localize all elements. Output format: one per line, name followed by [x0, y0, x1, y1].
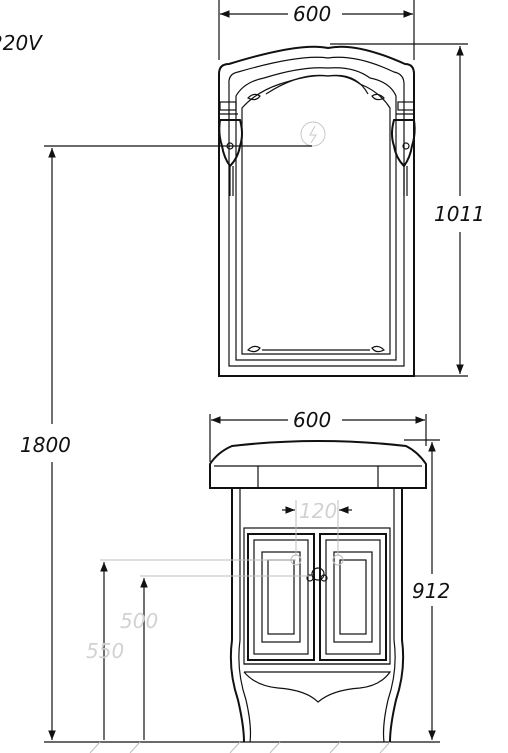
pipe-spacing-dimension: 120: [282, 499, 352, 556]
pipe-spacing-label: 120: [299, 499, 337, 523]
mirror-width-dimension: 600: [218, 0, 415, 60]
drain-height-dimension: 500: [120, 575, 312, 740]
power-socket-icon: [300, 121, 326, 147]
cabinet-width-dimension: 600: [209, 408, 427, 462]
mirror-width-label: 600: [293, 2, 331, 26]
voltage-label: 220V: [0, 31, 43, 55]
cabinet-height-label: 912: [412, 579, 450, 603]
right-sconce: [391, 101, 416, 196]
mirror-height-dimension: 1011: [330, 43, 485, 377]
total-height-dimension: 1800: [20, 145, 312, 740]
cabinet-width-label: 600: [293, 408, 331, 432]
water-height-dimension: 550: [86, 559, 296, 740]
total-height-label: 1800: [20, 433, 71, 457]
mirror-height-label: 1011: [434, 202, 485, 226]
cabinet-height-dimension: 912: [404, 439, 450, 740]
water-height-label: 550: [86, 639, 124, 663]
mirror: [218, 45, 415, 377]
floor-hatch: [89, 741, 391, 753]
vanity-cabinet: [209, 440, 427, 743]
left-sconce: [218, 101, 243, 196]
drain-height-label: 500: [120, 609, 158, 633]
